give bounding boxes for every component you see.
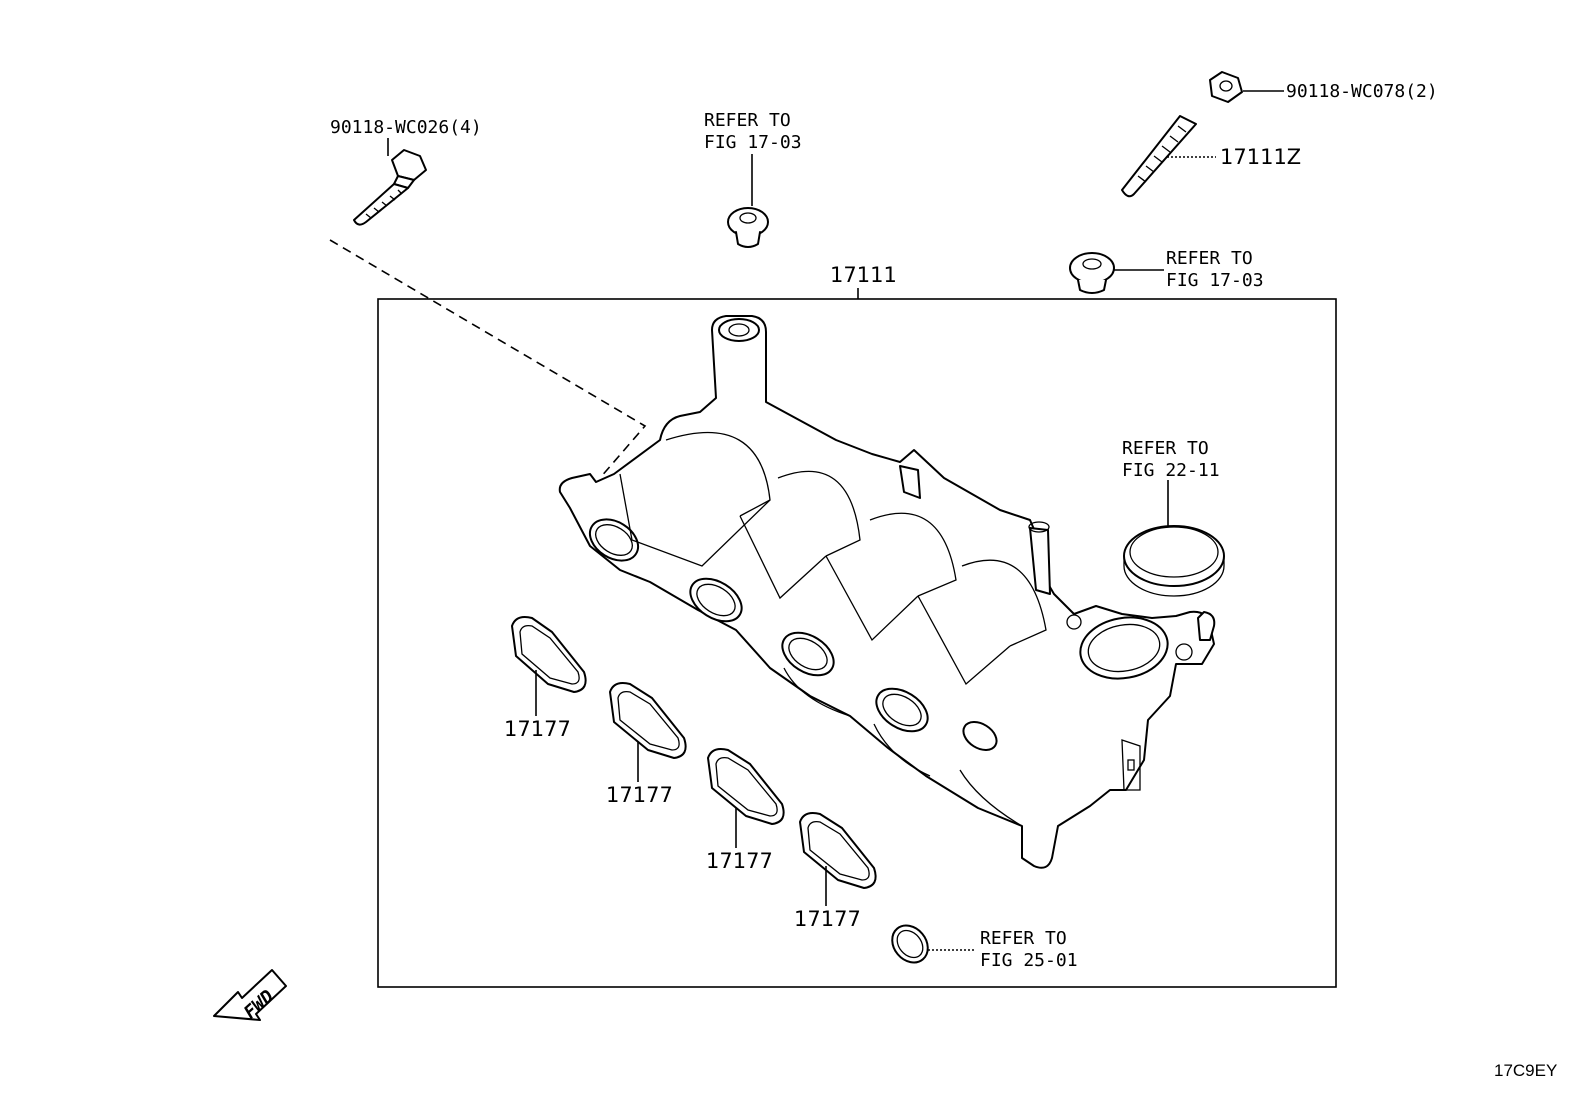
refer-top-line1: REFER TO: [704, 110, 791, 131]
gasket-icon[interactable]: [799, 812, 877, 889]
nut-label: 90118-WC078(2): [1286, 81, 1438, 102]
refer-right-line1: REFER TO: [1166, 248, 1253, 269]
bolt-label: 90118-WC026(4): [330, 117, 482, 138]
manifold-label: 17111: [830, 263, 897, 287]
refer-ring-line1: REFER TO: [1122, 438, 1209, 459]
gasket-2-label: 17177: [606, 783, 673, 807]
refer-right-line2: FIG 17-03: [1166, 270, 1264, 291]
stud-icon[interactable]: [1121, 115, 1197, 198]
figure-id: 17C9EY: [1494, 1061, 1557, 1080]
throttle-oring-icon[interactable]: [1123, 525, 1225, 597]
refer-small-line1: REFER TO: [980, 928, 1067, 949]
assembly-frame: [377, 298, 1337, 988]
refer-top-line2: FIG 17-03: [704, 132, 802, 153]
gasket-3-label: 17177: [706, 849, 773, 873]
bolt-icon[interactable]: [353, 149, 427, 226]
grommet-right-icon[interactable]: [1069, 252, 1115, 294]
gasket-icon[interactable]: [609, 682, 687, 759]
stud-label: 17111Z: [1220, 145, 1301, 169]
bolt-install-path: [329, 239, 647, 479]
fwd-arrow-icon: FWD: [213, 969, 287, 1023]
gasket-icon[interactable]: [511, 616, 587, 693]
gasket-icon[interactable]: [707, 748, 785, 825]
nut-icon[interactable]: [1209, 71, 1243, 103]
small-oring-icon[interactable]: [885, 918, 935, 969]
gasket-1-label: 17177: [504, 717, 571, 741]
refer-ring-line2: FIG 22-11: [1122, 460, 1220, 481]
refer-small-line2: FIG 25-01: [980, 950, 1078, 971]
gasket-4-label: 17177: [794, 907, 861, 931]
grommet-top-icon[interactable]: [727, 207, 769, 248]
intake-manifold-icon[interactable]: [558, 315, 1216, 869]
